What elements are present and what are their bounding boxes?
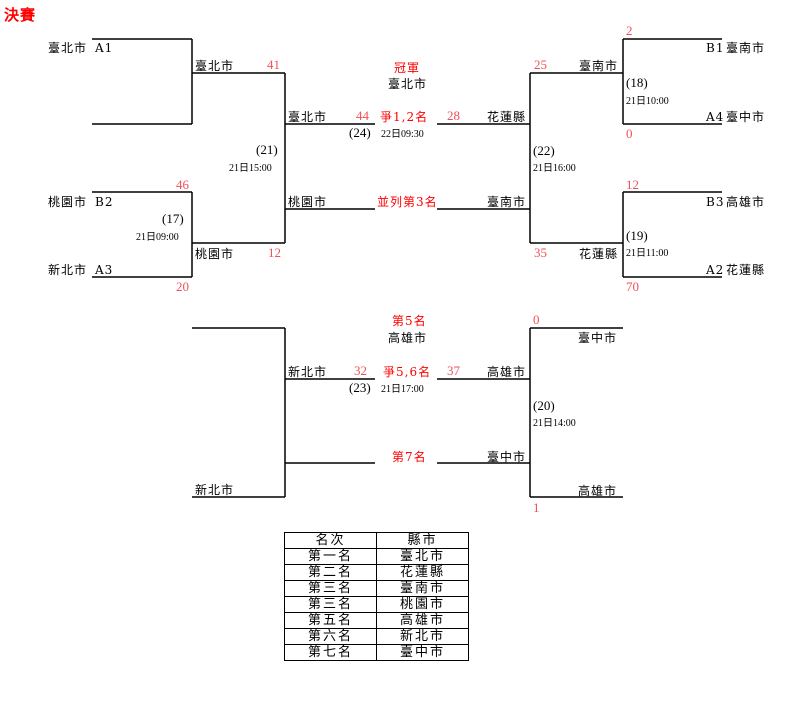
seventh-place-label: 第7名	[392, 450, 427, 464]
page-title: 決賽	[4, 6, 37, 24]
game22-winner-city: 花蓮縣	[487, 110, 527, 124]
fifth-place-city: 高雄市	[388, 331, 428, 345]
final-right-score: 28	[447, 108, 460, 123]
table-row: 第五名 高雄市	[284, 612, 469, 629]
lower-left-team: 新北市	[195, 483, 235, 497]
advance-g19-score: 35	[534, 245, 547, 260]
city-cell: 臺中市	[376, 644, 469, 661]
game21-loser-city: 桃園市	[288, 195, 328, 209]
third-place-label: 並列第3名	[377, 195, 438, 209]
advance-a1-city: 臺北市	[195, 59, 235, 73]
lower-right-top-team: 臺中市	[578, 331, 618, 345]
city-cell: 花蓮縣	[376, 564, 469, 581]
rank-cell: 第七名	[284, 644, 377, 661]
game18-score-top: 2	[626, 23, 633, 38]
lower-right-score: 37	[447, 363, 460, 378]
city-cell: 臺南市	[376, 580, 469, 597]
advance-g18-city: 臺南市	[579, 59, 619, 73]
game21-number: (21)	[256, 142, 278, 157]
lower-right-bottom-team: 高雄市	[578, 484, 618, 498]
table-row: 第一名 臺北市	[284, 548, 469, 565]
advance-g17-score: 12	[268, 245, 281, 260]
lower-left-score: 32	[354, 363, 367, 378]
game21-winner-city: 臺北市	[288, 110, 328, 124]
team-b1-seed: B1	[706, 41, 725, 55]
game18-score-bottom: 0	[626, 126, 633, 141]
game22-time: 21日16:00	[533, 163, 576, 174]
fifth-place-label: 第5名	[392, 314, 427, 328]
rank-cell: 第五名	[284, 612, 377, 629]
team-b1-city: 臺南市	[726, 41, 766, 55]
rank-cell: 第六名	[284, 628, 377, 645]
game23-time: 21日17:00	[381, 384, 424, 395]
game19-number: (19)	[626, 228, 648, 243]
game19-time: 21日11:00	[626, 248, 669, 259]
city-cell: 新北市	[376, 628, 469, 645]
table-row: 第七名 臺中市	[284, 644, 469, 661]
game18-time: 21日10:00	[626, 96, 669, 107]
table-row: 第三名 桃園市	[284, 596, 469, 613]
team-b3-city: 高雄市	[726, 195, 766, 209]
team-a4-city: 臺中市	[726, 110, 766, 124]
seventh-place-city: 臺中市	[487, 450, 527, 464]
rank-cell: 第一名	[284, 548, 377, 565]
team-a1-city: 臺北市	[48, 41, 88, 55]
header-city: 縣市	[376, 532, 469, 549]
advance-g19-city: 花蓮縣	[579, 247, 619, 261]
game21-time: 21日15:00	[229, 163, 272, 174]
game17-number: (17)	[162, 211, 184, 226]
advance-g17-city: 桃園市	[195, 247, 235, 261]
team-a2-seed: A2	[706, 263, 725, 277]
game18-number: (18)	[626, 75, 648, 90]
game19-score-bottom: 70	[626, 279, 639, 294]
final-time: 22日09:30	[381, 129, 424, 140]
team-a3-city: 新北市	[48, 263, 88, 277]
game23-number: (23)	[349, 380, 371, 395]
game20-score-top: 0	[533, 312, 540, 327]
advance-a1-score: 41	[267, 57, 280, 72]
game20-time: 21日14:00	[533, 418, 576, 429]
rank-cell: 第三名	[284, 580, 377, 597]
team-a2-city: 花蓮縣	[726, 263, 766, 277]
table-row: 第三名 臺南市	[284, 580, 469, 597]
rank-cell: 第二名	[284, 564, 377, 581]
team-b2-city: 桃園市	[48, 195, 88, 209]
game17-time: 21日09:00	[136, 232, 179, 243]
lower-left-city: 新北市	[288, 365, 328, 379]
final-left-score: 44	[356, 108, 369, 123]
table-row: 第二名 花蓮縣	[284, 564, 469, 581]
advance-g18-score: 25	[534, 57, 547, 72]
team-a4-seed: A4	[706, 110, 725, 124]
team-a1-seed: A1	[95, 41, 114, 55]
final-game-number: (24)	[349, 125, 371, 140]
table-row: 第六名 新北市	[284, 628, 469, 645]
champion-city: 臺北市	[388, 77, 428, 91]
rank-cell: 第三名	[284, 596, 377, 613]
game19-score-top: 12	[626, 177, 639, 192]
city-cell: 高雄市	[376, 612, 469, 629]
table-header-row: 名次 縣市	[284, 532, 469, 549]
team-b3-seed: B3	[706, 195, 725, 209]
ranking-table: 名次 縣市 第一名 臺北市 第二名 花蓮縣 第三名 臺南市 第三名 桃園市 第五…	[284, 532, 469, 661]
game22-loser-city: 臺南市	[487, 195, 527, 209]
game20-score-bottom: 1	[533, 500, 540, 515]
lower-right-city: 高雄市	[487, 365, 527, 379]
header-rank: 名次	[284, 532, 377, 549]
game22-number: (22)	[533, 143, 555, 158]
final-label: 爭1,2名	[380, 110, 429, 124]
team-a3-seed: A3	[95, 263, 114, 277]
game17-score-bottom: 20	[176, 279, 189, 294]
team-b2-seed: B2	[95, 195, 114, 209]
place56-label: 爭5,6名	[383, 365, 432, 379]
champion-label: 冠軍	[394, 61, 421, 75]
city-cell: 臺北市	[376, 548, 469, 565]
city-cell: 桃園市	[376, 596, 469, 613]
game20-number: (20)	[533, 398, 555, 413]
game17-score-top: 46	[176, 177, 189, 192]
